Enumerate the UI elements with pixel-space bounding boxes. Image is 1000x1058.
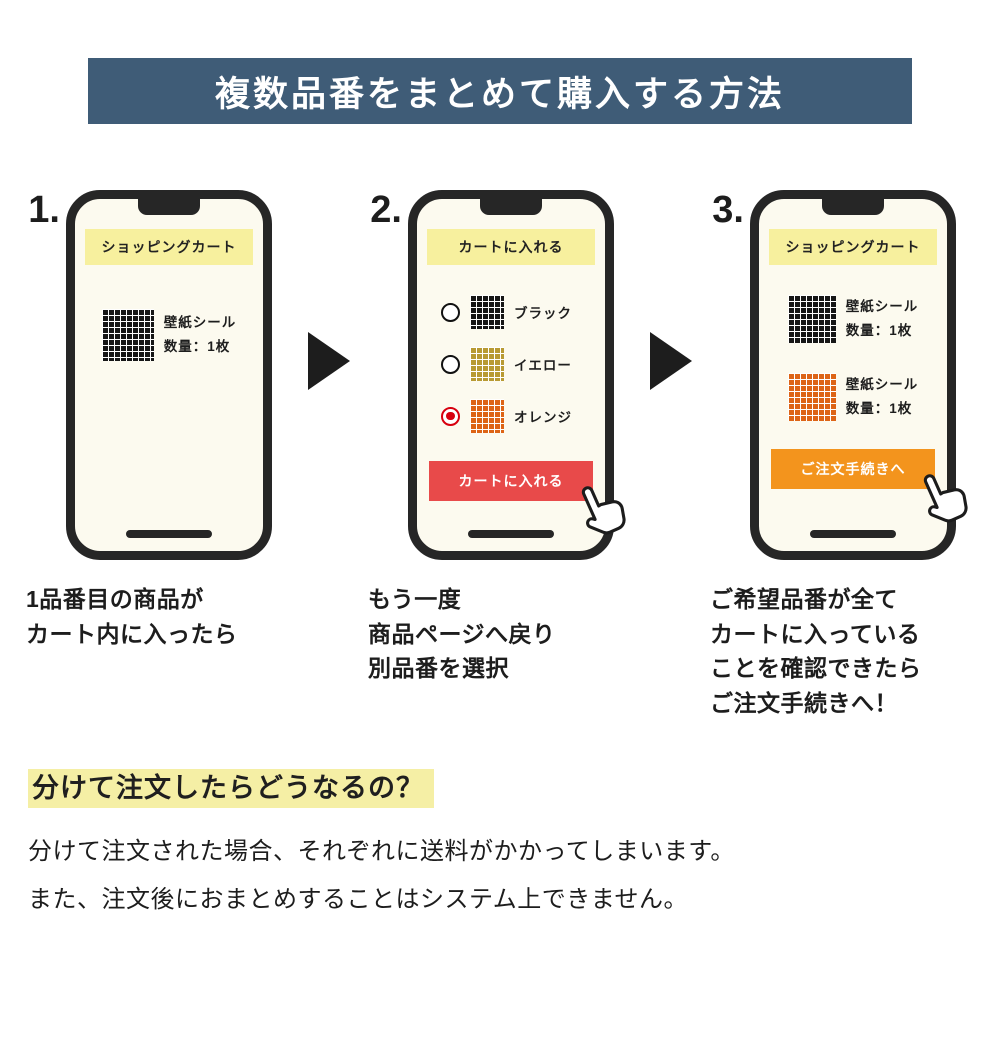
item-name: 壁紙シール — [163, 315, 237, 331]
phone-notch — [822, 198, 884, 215]
caption-line: もう一度 — [368, 586, 462, 612]
item-name: 壁紙シール — [845, 377, 919, 393]
color-option-orange[interactable]: オレンジ — [427, 399, 595, 433]
caption-line: 別品番を選択 — [368, 655, 509, 681]
step-number-3: 3. — [712, 189, 744, 231]
black-grid-swatch — [101, 309, 154, 361]
cart-screen-header: ショッピングカート — [769, 229, 937, 265]
cart-screen-header: ショッピングカート — [85, 229, 253, 265]
caption-line: カートに入っている — [710, 620, 921, 647]
phone-home-indicator — [810, 530, 896, 538]
page-title: 複数品番をまとめて購入する方法 — [214, 74, 785, 114]
radio-unselected-icon[interactable] — [441, 354, 460, 374]
hand-cursor-icon — [908, 458, 982, 539]
phone-notch — [480, 198, 542, 215]
step-arrow-icon — [650, 332, 692, 390]
footer-body-line: 分けて注文された場合、それぞれに送料がかかってしまいます。 — [28, 838, 735, 865]
footer-body-line: また、注文後におまとめすることはシステム上できません。 — [28, 886, 689, 913]
color-option-black[interactable]: ブラック — [427, 295, 595, 329]
phone-mockup-3: ショッピングカート 壁紙シール 数量：1枚 壁紙シール 数量：1枚 — [750, 190, 968, 560]
footer-heading-text: 分けて注文したらどうなるの？ — [28, 769, 434, 808]
step-arrow-icon — [308, 332, 350, 390]
caption-line: 商品ページへ戻り — [368, 620, 556, 647]
item-quantity: 数量：1枚 — [845, 401, 913, 416]
yellow-grid-swatch — [470, 347, 504, 381]
step-number-2: 2. — [370, 189, 402, 231]
caption-line: ご注文手続きへ！ — [710, 689, 898, 716]
cart-item-row: 壁紙シール 数量：1枚 — [101, 309, 237, 361]
cart-item-row: 壁紙シール 数量：1枚 — [787, 295, 919, 343]
title-banner: 複数品番をまとめて購入する方法 — [88, 58, 912, 124]
add-to-cart-button[interactable]: カートに入れる — [429, 461, 626, 535]
phone-notch — [138, 198, 200, 215]
add-to-cart-screen-header: カートに入れる — [427, 229, 595, 265]
step-2-caption: もう一度 商品ページへ戻り 別品番を選択 — [368, 582, 646, 686]
caption-line: カート内に入ったら — [26, 620, 238, 647]
step-2: 2. カートに入れる ブラック イエロー — [354, 189, 646, 686]
checkout-button-label: ご注文手続きへ — [800, 461, 906, 477]
phone-mockup-1: ショッピングカート 壁紙シール 数量：1枚 — [66, 190, 272, 560]
color-option-yellow[interactable]: イエロー — [427, 347, 595, 381]
orange-grid-swatch — [470, 399, 504, 433]
item-quantity: 数量：1枚 — [163, 339, 231, 354]
phone-home-indicator — [126, 530, 212, 538]
checkout-button[interactable]: ご注文手続きへ — [771, 449, 968, 523]
step-1-caption: 1品番目の商品が カート内に入ったら — [26, 582, 304, 651]
phone-mockup-2: カートに入れる ブラック イエロー オレンジ — [408, 190, 626, 560]
item-quantity: 数量：1枚 — [845, 323, 913, 338]
caption-line: ことを確認できたら — [710, 655, 922, 681]
step-number-1: 1. — [28, 189, 60, 231]
black-grid-swatch — [787, 295, 836, 343]
option-label: ブラック — [514, 306, 572, 321]
caption-line: ご希望品番が全て — [710, 586, 898, 612]
footer-section: 分けて注文したらどうなるの？ 分けて注文された場合、それぞれに送料がかかってしま… — [28, 766, 1000, 914]
option-label: イエロー — [514, 358, 572, 373]
phone-home-indicator — [468, 530, 554, 538]
hand-cursor-icon — [566, 470, 640, 551]
radio-unselected-icon[interactable] — [441, 302, 460, 322]
step-1: 1. ショッピングカート 壁紙シール 数量：1枚 1品番目の商品が — [12, 189, 304, 651]
add-to-cart-button-label: カートに入れる — [458, 473, 564, 489]
item-name: 壁紙シール — [845, 299, 919, 315]
cart-item-row: 壁紙シール 数量：1枚 — [787, 373, 919, 421]
step-3-caption: ご希望品番が全て カートに入っている ことを確認できたら ご注文手続きへ！ — [710, 582, 988, 720]
radio-selected-icon[interactable] — [441, 406, 460, 426]
footer-heading: 分けて注文したらどうなるの？ — [28, 766, 1000, 808]
option-label: オレンジ — [514, 410, 572, 425]
step-3: 3. ショッピングカート 壁紙シール 数量：1枚 — [696, 189, 988, 720]
caption-line: 1品番目の商品が — [26, 586, 204, 612]
black-grid-swatch — [470, 295, 504, 329]
steps-row: 1. ショッピングカート 壁紙シール 数量：1枚 1品番目の商品が — [0, 189, 1000, 720]
orange-grid-swatch — [787, 373, 836, 421]
